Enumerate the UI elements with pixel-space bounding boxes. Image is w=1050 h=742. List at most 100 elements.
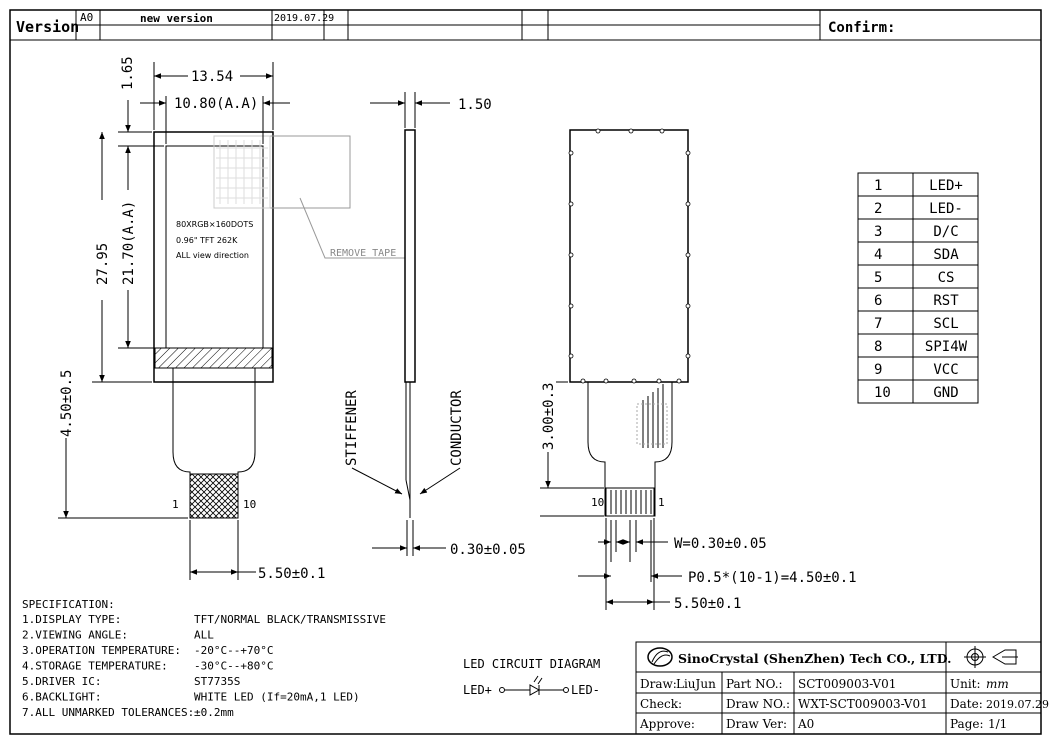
drawno-label: Draw NO.: bbox=[726, 697, 790, 711]
spec-value: ALL bbox=[194, 629, 214, 642]
approve-label: Approve: bbox=[639, 717, 695, 731]
pin-number: 6 bbox=[874, 293, 882, 309]
dim-outer-height: 27.95 bbox=[95, 243, 111, 285]
pin-last-label: 10 bbox=[243, 498, 256, 511]
hatched-ledge bbox=[154, 347, 273, 369]
pin-name: LED+ bbox=[929, 178, 963, 194]
pin-name: CS bbox=[938, 270, 955, 286]
revision-header: Version A0 new version 2019.07.29 Confir… bbox=[10, 10, 1041, 41]
spec-title: SPECIFICATION: bbox=[22, 598, 115, 611]
pin-name: VCC bbox=[933, 362, 958, 378]
fpc-contacts bbox=[189, 473, 239, 519]
dim-side-thickness: 1.50 bbox=[458, 97, 492, 113]
version-label: Version bbox=[16, 18, 79, 36]
drawver-value: A0 bbox=[797, 717, 814, 731]
led-diode-icon bbox=[529, 684, 541, 696]
sheet-border bbox=[9, 9, 1042, 735]
pin-number: 8 bbox=[874, 339, 882, 355]
dim-top-offset: 1.65 bbox=[120, 56, 136, 90]
dim-aa-height: 21.70(A.A) bbox=[121, 201, 137, 285]
pin-number: 7 bbox=[874, 316, 882, 332]
stiffener-label: STIFFENER bbox=[344, 390, 360, 466]
dim-aa-width: 10.80(A.A) bbox=[174, 96, 258, 112]
pin-number: 2 bbox=[874, 201, 882, 217]
panel-line-3: ALL view direction bbox=[176, 251, 249, 260]
page-label: Page: bbox=[950, 717, 984, 731]
back-fpc-pads bbox=[605, 487, 655, 517]
spec-value: ±0.2mm bbox=[194, 706, 234, 719]
projection-symbol-icon bbox=[964, 646, 1018, 668]
specification: SPECIFICATION: 1.DISPLAY TYPE: TFT/NORMAL… bbox=[22, 598, 386, 719]
spec-value: TFT/NORMAL BLACK/TRANSMISSIVE bbox=[194, 613, 386, 626]
revision-code: A0 bbox=[80, 11, 93, 24]
back-module bbox=[569, 129, 689, 383]
pin-number: 4 bbox=[874, 247, 882, 263]
side-view: 1.50 STIFFENER CONDUCTOR 0.30±0.05 bbox=[344, 92, 526, 558]
pin-name: SCL bbox=[933, 316, 958, 332]
date-value: 2019.07.29 bbox=[986, 698, 1049, 711]
remove-tape: REMOVE TAPE bbox=[213, 135, 405, 259]
pin-name: RST bbox=[933, 293, 959, 309]
back-view: 10 1 3.00±0.3 W=0.30±0.05 P0.5*(10-1)=4.… bbox=[540, 128, 857, 612]
unit-label: Unit: bbox=[950, 677, 981, 691]
pin-number: 5 bbox=[874, 270, 882, 286]
back-pin-left: 10 bbox=[591, 496, 604, 509]
part-label: Part NO.: bbox=[726, 677, 783, 691]
draw-value: LiuJun bbox=[676, 677, 716, 691]
pin-number: 3 bbox=[874, 224, 882, 240]
dim-pitch: P0.5*(10-1)=4.50±0.1 bbox=[688, 570, 857, 586]
pin-number: 1 bbox=[874, 178, 882, 194]
draw-label: Draw: bbox=[640, 677, 677, 691]
pin-first-label: 1 bbox=[172, 498, 179, 511]
drawno-value: WXT-SCT009003-V01 bbox=[798, 697, 928, 711]
spec-label: 6.BACKLIGHT: bbox=[22, 691, 101, 704]
date-label: Date: bbox=[950, 697, 983, 711]
panel-line-1: 80XRGB×160DOTS bbox=[176, 220, 253, 229]
revision-description: new version bbox=[140, 12, 213, 25]
pin-name: LED- bbox=[929, 201, 963, 217]
spec-label: 2.VIEWING ANGLE: bbox=[22, 629, 128, 642]
confirm-label: Confirm: bbox=[828, 20, 895, 36]
spec-label: 1.DISPLAY TYPE: bbox=[22, 613, 121, 626]
led-circuit-title: LED CIRCUIT DIAGRAM bbox=[463, 657, 600, 671]
led-minus-label: LED- bbox=[571, 683, 600, 697]
drawver-label: Draw Ver: bbox=[726, 717, 787, 731]
spec-value: WHITE LED (If=20mA,1 LED) bbox=[194, 691, 360, 704]
dim-pad-width: W=0.30±0.05 bbox=[674, 536, 767, 552]
remove-tape-label: REMOVE TAPE bbox=[330, 248, 396, 259]
spec-value: -30°C--+80°C bbox=[194, 660, 273, 673]
panel-line-2: 0.96" TFT 262K bbox=[176, 236, 238, 245]
pin-name: SPI4W bbox=[925, 339, 968, 355]
dim-outer-width: 13.54 bbox=[191, 69, 233, 85]
pin-name: SDA bbox=[933, 247, 959, 263]
spec-label: 7.ALL UNMARKED TOLERANCES: bbox=[22, 706, 194, 719]
dim-fpc-length: 4.50±0.5 bbox=[59, 370, 75, 437]
company-logo-icon bbox=[647, 647, 673, 667]
dim-fpc-width: 5.50±0.1 bbox=[258, 566, 325, 582]
spec-label: 5.DRIVER IC: bbox=[22, 675, 101, 688]
pin-name: GND bbox=[933, 385, 958, 401]
conductor-label: CONDUCTOR bbox=[449, 390, 465, 466]
revision-date: 2019.07.29 bbox=[274, 13, 334, 24]
led-circuit-diagram: LED CIRCUIT DIAGRAM LED+ LED- bbox=[463, 657, 600, 697]
spec-value: ST7735S bbox=[194, 675, 240, 688]
title-block: SinoCrystal (ShenZhen) Tech CO., LTD. Dr… bbox=[635, 641, 1049, 735]
pin-number: 10 bbox=[874, 385, 891, 401]
pin-name: D/C bbox=[933, 224, 958, 240]
back-fpc-traces bbox=[636, 384, 668, 448]
dim-back-fpc-length: 3.00±0.3 bbox=[541, 383, 557, 450]
front-view: 1 10 80XRGB×160DOTS 0.96" TFT 262K ALL v… bbox=[58, 56, 405, 582]
dim-back-fpc-width: 5.50±0.1 bbox=[674, 596, 741, 612]
spec-label: 4.STORAGE TEMPERATURE: bbox=[22, 660, 168, 673]
dim-fpc-thickness: 0.30±0.05 bbox=[450, 542, 526, 558]
pin-number: 9 bbox=[874, 362, 882, 378]
back-pin-right: 1 bbox=[658, 496, 665, 509]
spec-label: 3.OPERATION TEMPERATURE: bbox=[22, 644, 181, 657]
side-module bbox=[404, 129, 416, 383]
spec-value: -20°C--+70°C bbox=[194, 644, 273, 657]
check-label: Check: bbox=[640, 697, 682, 711]
company-name: SinoCrystal (ShenZhen) Tech CO., LTD. bbox=[678, 651, 951, 666]
page-value: 1/1 bbox=[988, 717, 1007, 731]
part-value: SCT009003-V01 bbox=[798, 677, 896, 691]
